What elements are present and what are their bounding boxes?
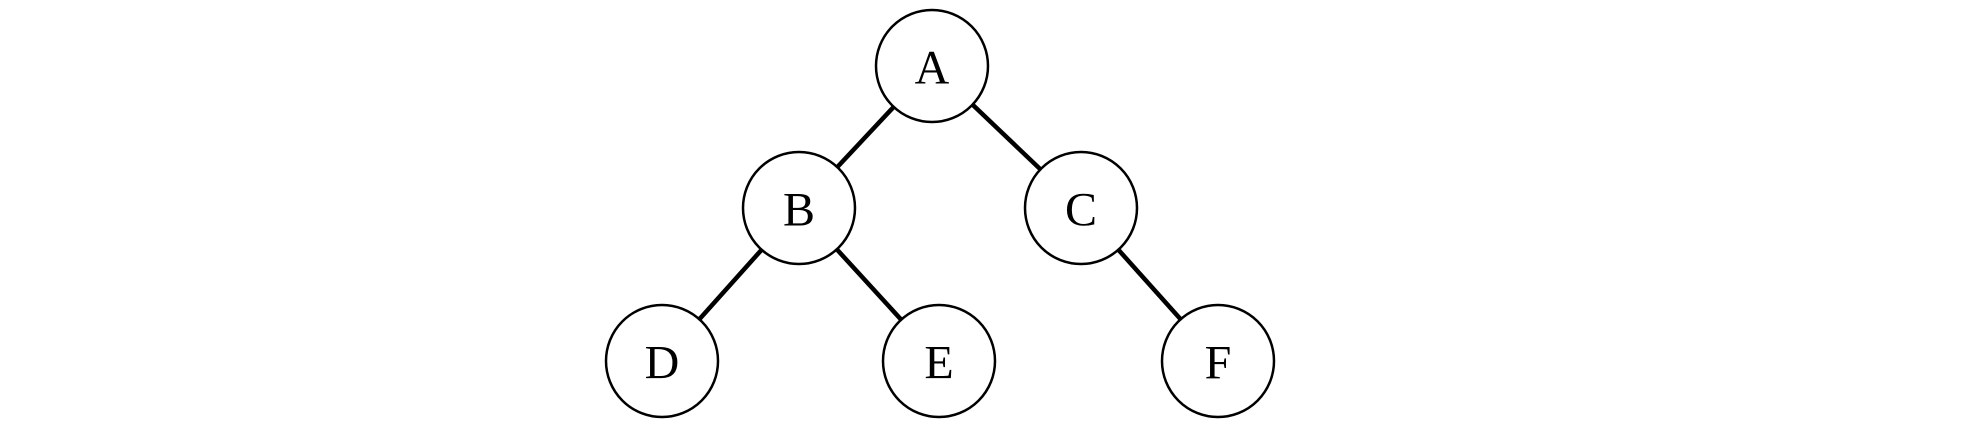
node-label: C bbox=[1065, 184, 1097, 237]
node-circle bbox=[1023, 150, 1139, 266]
tree-node-F: F bbox=[1160, 303, 1276, 419]
node-label: E bbox=[924, 337, 953, 390]
tree-node-A: A bbox=[874, 8, 990, 124]
tree-node-E: E bbox=[881, 303, 997, 419]
node-circle bbox=[741, 150, 857, 266]
node-circle bbox=[874, 8, 990, 124]
tree-node-B: B bbox=[741, 150, 857, 266]
tree-node-D: D bbox=[604, 303, 720, 419]
node-label: F bbox=[1205, 337, 1232, 390]
tree-node-C: C bbox=[1023, 150, 1139, 266]
node-circle bbox=[604, 303, 720, 419]
node-circle bbox=[881, 303, 997, 419]
node-circle bbox=[1160, 303, 1276, 419]
node-label: A bbox=[915, 42, 950, 95]
node-label: D bbox=[645, 337, 680, 390]
node-label: B bbox=[783, 184, 815, 237]
